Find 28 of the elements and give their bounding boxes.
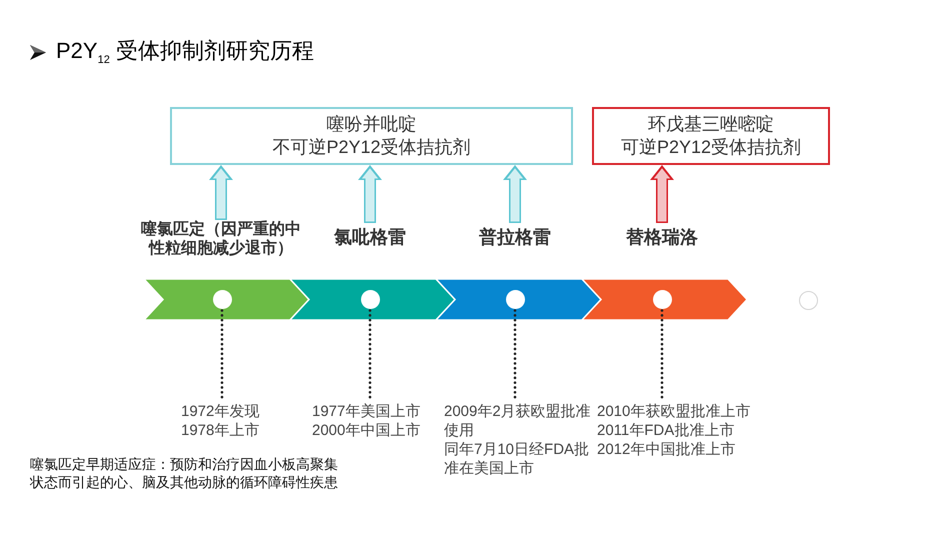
milestone-text: 1972年发现 — [181, 402, 260, 421]
milestone-text: 2009年2月获欧盟批准使用 — [444, 402, 592, 440]
category-description: 可逆P2Y12受体拮抗剂 — [620, 136, 802, 159]
milestone-text: 2000年中国上市 — [312, 421, 422, 440]
category-box — [170, 107, 573, 165]
category-title: 环戊基三唑嘧啶 — [648, 113, 774, 136]
drug-name: 氯吡格雷 — [320, 223, 420, 251]
milestone-text: 2011年FDA批准上市 — [597, 421, 736, 440]
drug-name: 噻氯匹定（因严重的中性粒细胞减少退市） — [136, 220, 306, 258]
milestone-text: 同年7月10日经FDA批准在美国上市 — [444, 440, 590, 478]
milestone-text: 2012年中国批准上市 — [597, 440, 736, 459]
hollow-arrow — [650, 165, 674, 223]
slide-title: P2Y$_{12}$ 受体抑制剂研究历程 — [56, 37, 314, 66]
empty-circle — [798, 290, 818, 310]
category-title: 噻吩并吡啶 — [326, 113, 416, 136]
milestone-text: 1977年美国上市 — [312, 402, 422, 421]
hollow-arrow — [503, 165, 527, 223]
timeline-chevron — [582, 279, 747, 320]
category-box — [592, 107, 830, 165]
hollow-arrow — [209, 165, 233, 220]
timeline-chevron — [144, 279, 309, 320]
footnote: 噻氯匹定早期适应症：预防和治疗因血小板高聚集状态而引起的心、脑及其他动脉的循环障碍性疾患 — [30, 455, 339, 491]
drug-name: 普拉格雷 — [465, 223, 565, 251]
drug-name: 替格瑞洛 — [612, 223, 712, 251]
hollow-arrow — [358, 165, 382, 223]
milestone-text: 1978年上市 — [181, 421, 260, 440]
milestone-text: 2010年获欧盟批准上市 — [597, 402, 752, 421]
category-description: 不可逆P2Y12受体拮抗剂 — [272, 136, 471, 159]
